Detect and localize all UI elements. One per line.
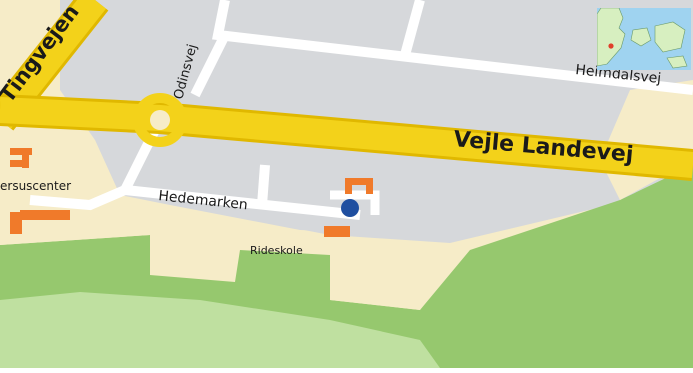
poi-label-center: ersuscenter [0, 179, 71, 193]
location-dot-icon[interactable] [341, 199, 359, 217]
buildings [10, 148, 373, 237]
overview-map[interactable] [597, 8, 691, 70]
minor-roads [29, 0, 693, 220]
locator-position-dot [608, 43, 614, 49]
green-area-light [0, 292, 440, 368]
field-rideskole [330, 252, 445, 310]
locator-map-icon [597, 8, 688, 69]
poi-label-rideskole: Rideskole [250, 244, 303, 257]
major-roads [0, 0, 693, 181]
